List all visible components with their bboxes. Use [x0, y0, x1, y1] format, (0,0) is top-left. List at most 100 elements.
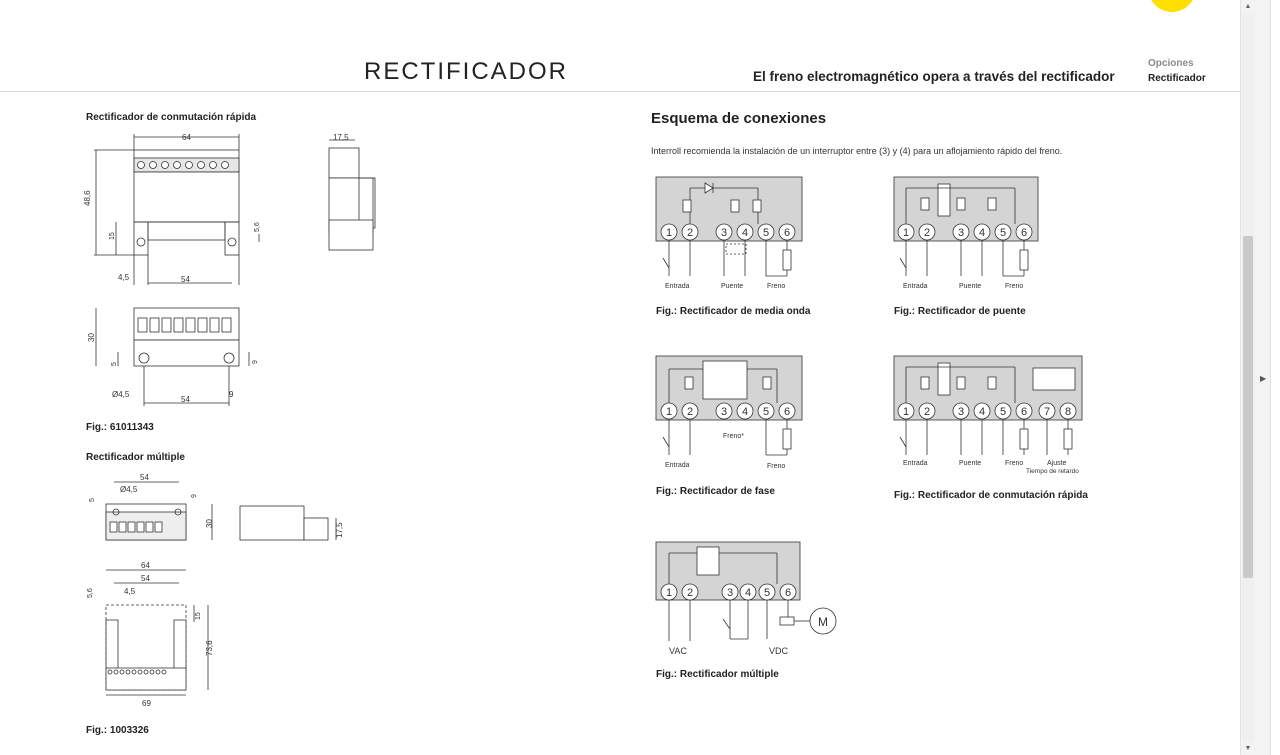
caption-bridge: Fig.: Rectificador de puente	[894, 306, 1026, 317]
dim-9-b: 9	[229, 390, 234, 399]
drawing-fast-switch-side: 17,5	[328, 133, 376, 251]
dim-5: 5	[111, 362, 118, 366]
svg-text:3: 3	[727, 587, 733, 599]
dim-30-b: 30	[205, 519, 214, 528]
section-fast-switch-title: Rectificador de conmutación rápida	[86, 112, 257, 123]
page-title: RECTIFICADOR	[364, 58, 568, 85]
caption-fast-switch: Fig.: Rectificador de conmutación rápida	[894, 490, 1088, 501]
section-multiple-title: Rectificador múltiple	[86, 452, 185, 463]
svg-text:6: 6	[785, 587, 791, 599]
label-puente: Puente	[721, 283, 743, 290]
page: RECTIFICADOR El freno electromagnético o…	[0, 0, 1240, 736]
breadcrumb-parent[interactable]: Opciones	[1148, 58, 1194, 69]
dim-54-d: 54	[141, 574, 150, 583]
svg-text:6: 6	[784, 406, 790, 418]
dim-15-b: 15	[195, 612, 202, 620]
svg-text:5: 5	[763, 227, 769, 239]
dim-5-b: 5	[89, 498, 96, 502]
svg-text:4: 4	[979, 406, 985, 418]
scroll-down-icon[interactable]: ▼	[1244, 745, 1252, 752]
scrollbar-thumb[interactable]	[1243, 236, 1253, 578]
dim-64: 64	[182, 133, 191, 142]
caption-multiple: Fig.: Rectificador múltiple	[656, 669, 779, 680]
svg-text:5: 5	[763, 406, 769, 418]
svg-text:6: 6	[1021, 406, 1027, 418]
dim-54: 54	[181, 275, 190, 284]
svg-text:1: 1	[903, 406, 909, 418]
wiring-intro: Interroll recomienda la instalación de u…	[651, 146, 1063, 156]
caption-phase: Fig.: Rectificador de fase	[656, 486, 775, 497]
label-vdc: VDC	[769, 646, 789, 656]
label-entrada-4: Entrada	[903, 460, 928, 467]
dim-48-6: 48,6	[83, 190, 92, 206]
label-motor: M	[818, 615, 828, 629]
dim-73-6: 73,6	[205, 640, 214, 656]
wiring-heading: Esquema de conexiones	[651, 110, 827, 127]
dim-64-b: 64	[141, 561, 150, 570]
svg-text:1: 1	[666, 406, 672, 418]
dim-54-c: 54	[140, 473, 149, 482]
label-freno-3: Freno	[767, 463, 785, 470]
side-panel-strip	[1270, 0, 1280, 755]
svg-text:4: 4	[745, 587, 751, 599]
svg-text:1: 1	[666, 227, 672, 239]
svg-text:1: 1	[903, 227, 909, 239]
dim-5-6: 5,6	[254, 222, 261, 232]
label-ajuste: Ajuste	[1047, 460, 1067, 467]
label-freno-4: Freno	[1005, 460, 1023, 467]
scroll-up-icon[interactable]: ▲	[1244, 3, 1252, 10]
page-subtitle: El freno electromagnético opera a través…	[753, 69, 1115, 84]
dim-5-6-b: 5,6	[87, 588, 94, 598]
dim-30: 30	[87, 333, 96, 342]
label-vac: VAC	[669, 646, 687, 656]
dim-17-5-b: 17,5	[335, 522, 344, 538]
caption-half-wave: Fig.: Rectificador de media onda	[656, 306, 811, 317]
dim-9: 9	[252, 360, 259, 364]
label-puente-2: Puente	[959, 283, 981, 290]
label-entrada: Entrada	[665, 283, 690, 290]
label-puente-4: Puente	[959, 460, 981, 467]
svg-text:5: 5	[1000, 406, 1006, 418]
svg-text:8: 8	[1065, 406, 1071, 418]
dim-17-5: 17,5	[333, 133, 349, 142]
label-entrada-3: Entrada	[665, 462, 690, 469]
brand-circle	[1148, 0, 1196, 12]
svg-text:2: 2	[924, 227, 930, 239]
label-freno-2: Freno	[1005, 283, 1023, 290]
drawing-multiple-side: 17,5	[239, 505, 344, 541]
svg-text:3: 3	[721, 406, 727, 418]
svg-text:2: 2	[924, 406, 930, 418]
label-freno: Freno	[767, 283, 785, 290]
drawing-multiple-bottom: 64 54 4,5 5,6 15 73,6 69	[87, 561, 214, 708]
expand-panel-icon[interactable]: ▶	[1260, 374, 1267, 383]
svg-text:6: 6	[1021, 227, 1027, 239]
svg-text:4: 4	[742, 406, 748, 418]
svg-text:2: 2	[687, 227, 693, 239]
svg-text:4: 4	[742, 227, 748, 239]
label-tiempo: Tiempo de retardo	[1026, 468, 1079, 475]
dim-4-5: 4,5	[118, 273, 130, 282]
dim-phi-4-5-b: Ø4,5	[120, 485, 138, 494]
dim-54-b: 54	[181, 395, 190, 404]
svg-text:3: 3	[958, 227, 964, 239]
svg-text:3: 3	[958, 406, 964, 418]
svg-text:1: 1	[666, 587, 672, 599]
breadcrumb-current: Rectificador	[1148, 73, 1206, 84]
dim-15: 15	[109, 232, 116, 240]
svg-text:6: 6	[784, 227, 790, 239]
header-divider	[0, 91, 1240, 92]
svg-text:2: 2	[687, 406, 693, 418]
svg-text:5: 5	[1000, 227, 1006, 239]
dim-9-c: 9	[191, 494, 198, 498]
svg-text:3: 3	[721, 227, 727, 239]
dim-phi-4-5: Ø4,5	[112, 390, 130, 399]
drawing-fast-switch-front: 64 48,6 15 5,6 4,5 54	[83, 133, 261, 285]
svg-text:4: 4	[979, 227, 985, 239]
fig-61011343: Fig.: 61011343	[86, 422, 154, 433]
svg-text:2: 2	[687, 587, 693, 599]
svg-text:5: 5	[764, 587, 770, 599]
dim-69: 69	[142, 699, 151, 708]
